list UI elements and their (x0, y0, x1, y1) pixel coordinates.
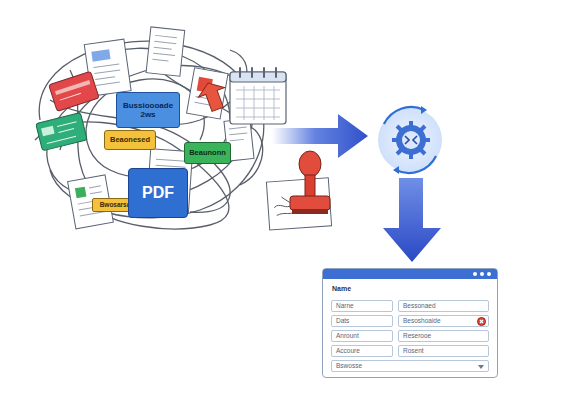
window-dot (487, 272, 491, 276)
form-heading: Name (332, 285, 351, 293)
form-field: Rosent (398, 345, 489, 357)
form-window: NameNarne BessonaedDats BesoshoaideAnrount… (322, 268, 498, 378)
form-field: Anrount (331, 330, 393, 342)
form-field: Besoshoaide (398, 315, 489, 327)
form-field: Accoure (331, 345, 393, 357)
document-card: Beaunonn (184, 142, 231, 164)
pdf-badge: PDF (128, 168, 188, 218)
window-dot (480, 272, 484, 276)
field-text: Reserooe (403, 332, 431, 339)
form-field: Dats (331, 315, 393, 327)
field-text: Accoure (336, 347, 360, 354)
form-field: Narne (331, 300, 393, 312)
stamp-icon (290, 151, 330, 214)
field-text: Anrount (336, 332, 359, 339)
map-paper (266, 178, 331, 230)
card-text: Bwosarsa (100, 201, 131, 208)
form-field: Bessonaed (398, 300, 489, 312)
form-field: Reserooe (398, 330, 489, 342)
field-text: Bswosse (336, 362, 362, 369)
flow-arrow (272, 114, 368, 158)
document-card: Bussioooade 2ws (116, 92, 180, 128)
paper-stack (36, 27, 254, 229)
window-dot (473, 272, 477, 276)
flow-arrow (383, 178, 441, 262)
field-text: Besoshoaide (403, 317, 441, 324)
field-text: Dats (336, 317, 349, 324)
dropdown-caret (478, 365, 484, 369)
window-title-bar (323, 269, 497, 279)
field-text: Rosent (403, 347, 424, 354)
form-field: Bswosse (331, 360, 489, 372)
card-text: Beaunonn (189, 149, 226, 158)
field-text: Bessonaed (403, 302, 436, 309)
card-text: Beaonesed (110, 136, 150, 145)
error-icon (477, 317, 486, 326)
ai-gear-icon (378, 106, 442, 174)
document-card: Beaonesed (104, 130, 156, 150)
calendar-icon (230, 68, 286, 124)
card-text: PDF (142, 184, 174, 202)
card-text: Bussioooade 2ws (121, 101, 175, 119)
field-text: Narne (336, 302, 354, 309)
